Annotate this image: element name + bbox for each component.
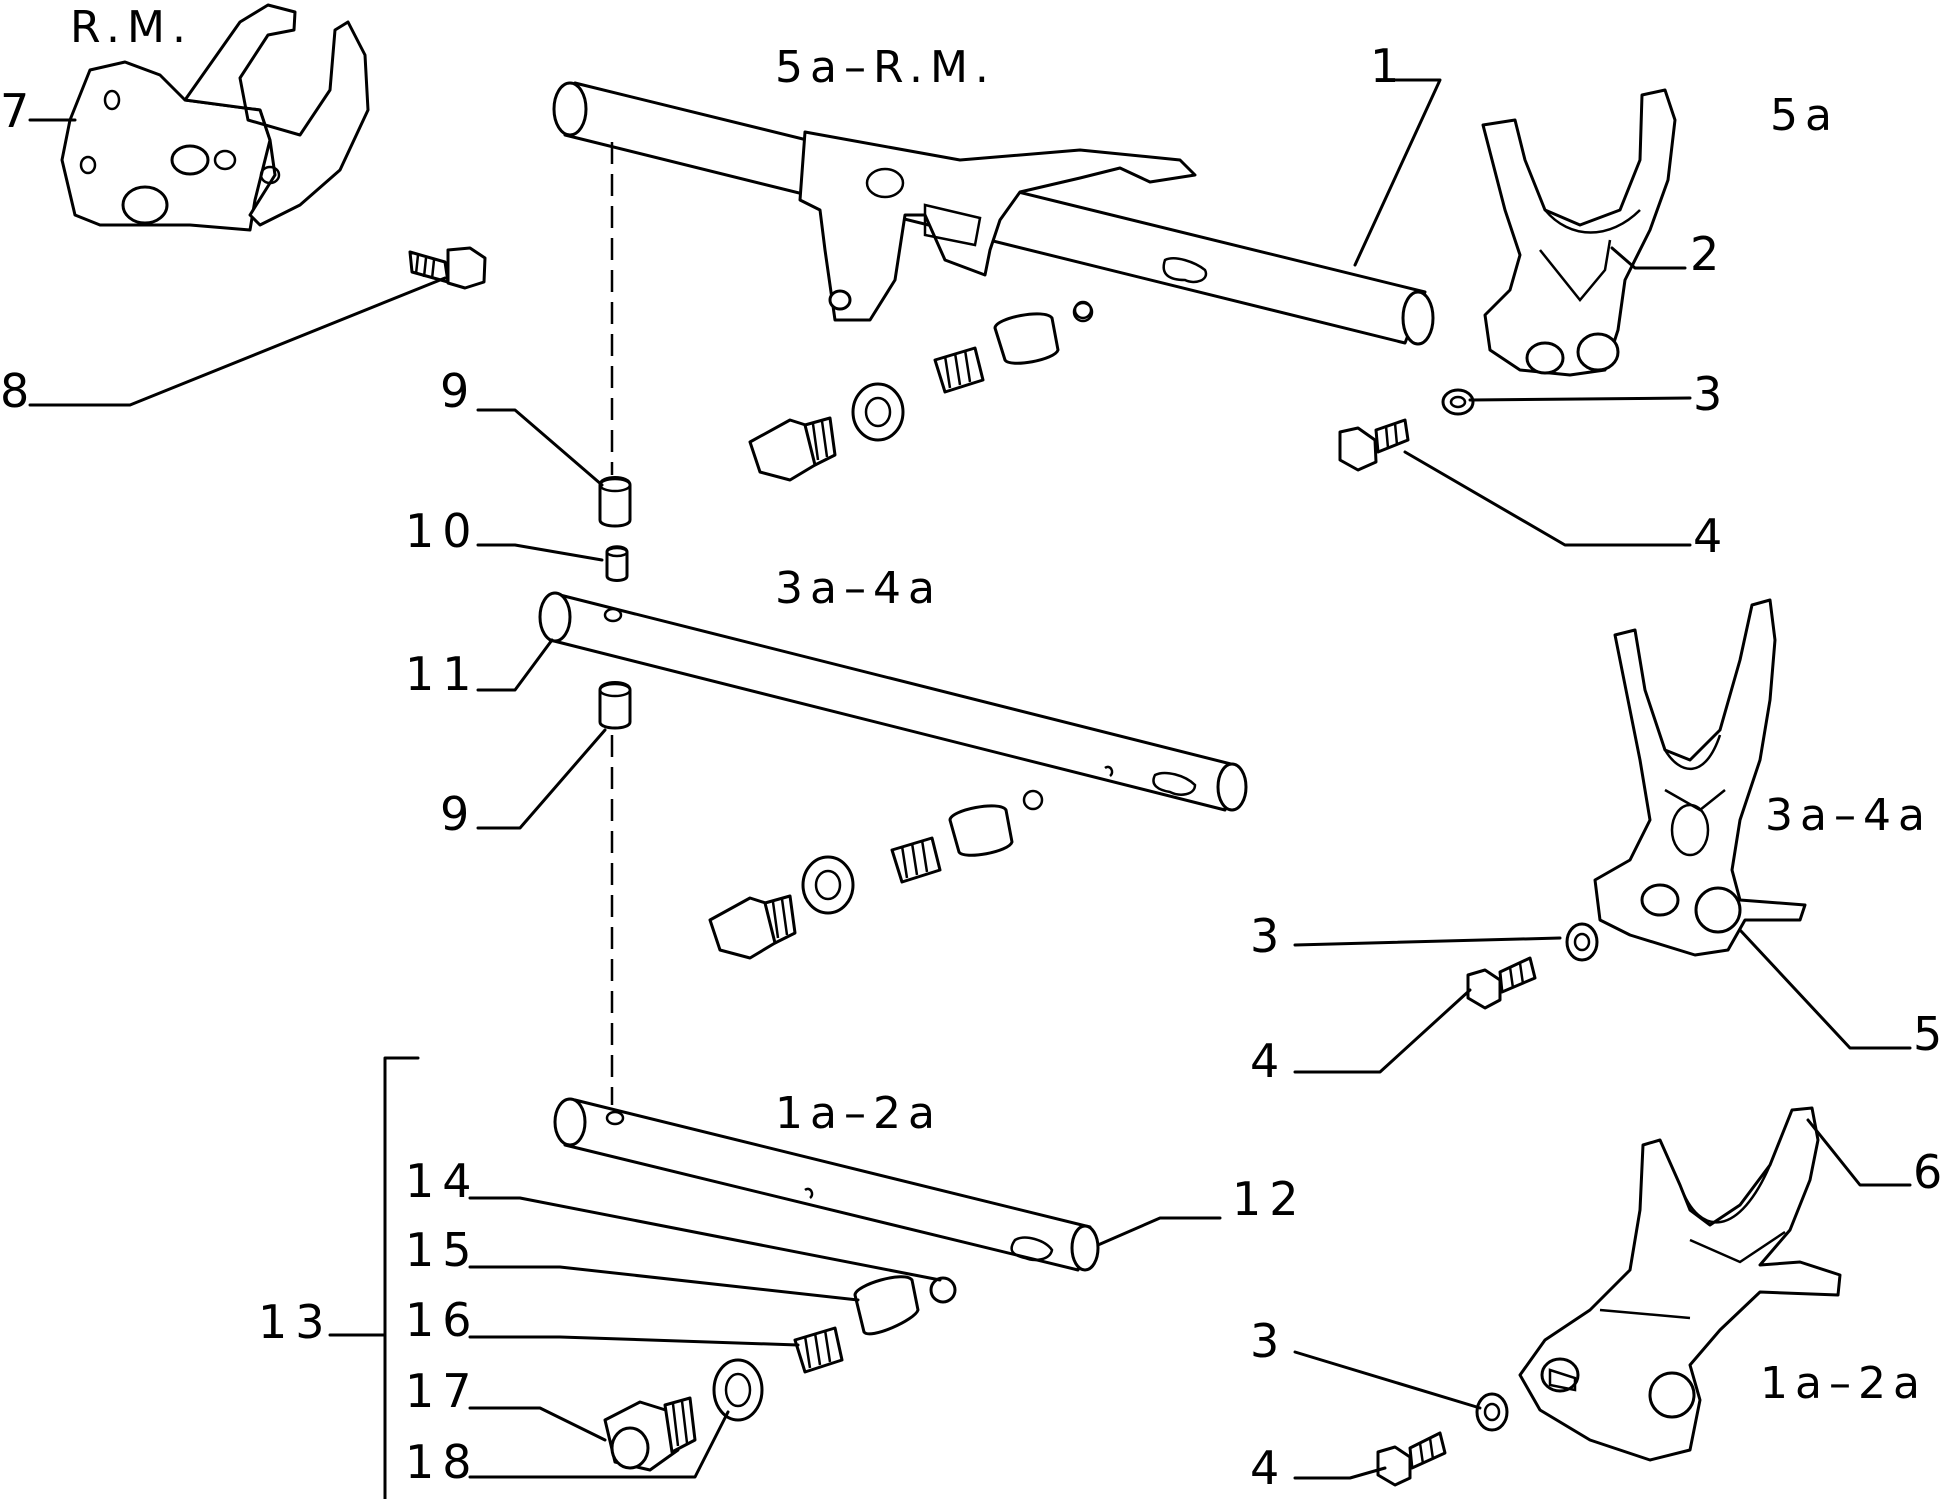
caption-third-fourth-rod: 3a–4a [775, 563, 942, 614]
callout-12: 12 [1232, 1172, 1307, 1226]
leader-lines [28, 78, 1912, 1499]
caption-first-second-rod: 1a–2a [775, 1088, 942, 1139]
callout-1: 1 [1370, 39, 1407, 93]
caption-fifth: 5a [1770, 90, 1839, 141]
bolt-part-4-fifth [1338, 418, 1410, 472]
caption-rm: R.M. [70, 2, 193, 53]
pin-part-9-lower [598, 681, 632, 730]
fork-third-fourth [1593, 598, 1807, 957]
callout-18: 18 [405, 1435, 480, 1489]
rod-third-fourth [538, 591, 1248, 812]
washer-part-3-third-fourth [1565, 922, 1599, 962]
callout-2: 2 [1690, 227, 1727, 281]
rod-fifth-reverse [552, 81, 1435, 346]
spring-part-16 [793, 1326, 844, 1374]
rod-first-second [553, 1097, 1100, 1272]
callout-17: 17 [405, 1364, 480, 1418]
washer-part-3-first-second [1475, 1392, 1509, 1432]
detent-assembly-middle [708, 789, 1044, 960]
pin-part-10 [605, 545, 629, 582]
bolt-part-4-third-fourth [1466, 956, 1537, 1010]
callout-5: 5 [1913, 1007, 1947, 1061]
callout-16: 16 [405, 1293, 480, 1347]
pin-part-9-upper [598, 476, 632, 528]
fork-fifth [1481, 88, 1677, 377]
callout-6: 6 [1913, 1145, 1947, 1199]
callout-4-fifth: 4 [1693, 509, 1730, 563]
callout-13: 13 [258, 1295, 333, 1349]
callout-14: 14 [405, 1154, 480, 1208]
seal-ring-part-18 [712, 1358, 764, 1422]
callout-4-third-fourth: 4 [1250, 1034, 1287, 1088]
caption-first-second-fork: 1a–2a [1760, 1358, 1927, 1409]
bolt-part-8 [408, 246, 487, 290]
reverse-lever-bracket [60, 3, 370, 232]
ball-part-14 [929, 1276, 957, 1304]
washer-part-3-fifth [1441, 388, 1475, 416]
callout-10: 10 [405, 504, 480, 558]
fork-first-second [1518, 1106, 1842, 1462]
callout-3-fifth: 3 [1693, 367, 1730, 421]
callout-9-lower: 9 [440, 787, 477, 841]
callout-3-third-fourth: 3 [1250, 909, 1287, 963]
bolt-part-4-first-second [1376, 1431, 1447, 1487]
callout-4-first-second: 4 [1250, 1441, 1287, 1495]
callout-8: 8 [0, 364, 37, 418]
caption-third-fourth-fork: 3a–4a [1765, 790, 1932, 841]
plunger-part-15 [853, 1275, 920, 1336]
callout-9-upper: 9 [440, 364, 477, 418]
callout-3-first-second: 3 [1250, 1314, 1287, 1368]
callout-11: 11 [405, 647, 480, 701]
callout-15: 15 [405, 1223, 480, 1277]
callout-7: 7 [0, 84, 37, 138]
detent-assembly-upper [748, 301, 1094, 482]
caption-fifth-rm: 5a–R.M. [775, 42, 996, 93]
plug-part-17 [603, 1396, 697, 1472]
